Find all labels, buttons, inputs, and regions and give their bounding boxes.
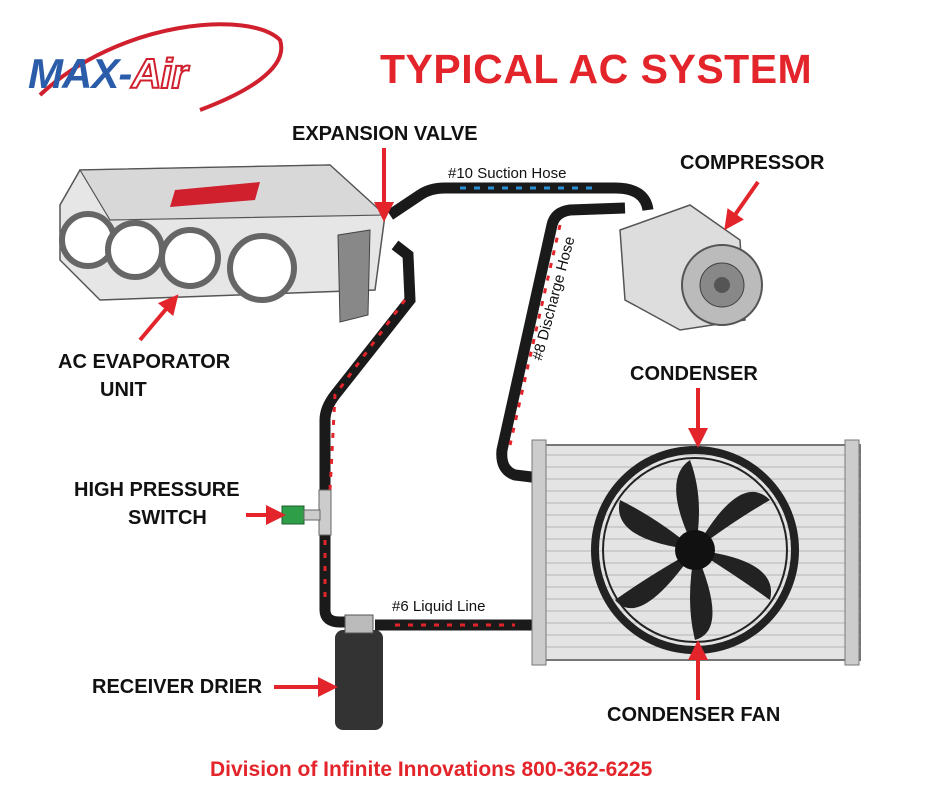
suction-hose <box>386 182 654 220</box>
label-expansion-valve: EXPANSION VALVE <box>292 123 478 145</box>
label-suction-hose: #10 Suction Hose <box>448 165 567 182</box>
label-condenser-fan: CONDENSER FAN <box>607 704 781 726</box>
logo-swoosh <box>38 22 284 112</box>
label-switch-1: HIGH PRESSURE <box>74 479 240 501</box>
logo-text-air: Air <box>130 49 188 98</box>
pressure-switch <box>281 505 305 525</box>
label-compressor: COMPRESSOR <box>680 152 825 174</box>
pointer-arrows <box>138 148 760 700</box>
evaporator-unit <box>59 164 387 323</box>
label-condenser: CONDENSER <box>630 363 758 385</box>
label-evaporator-2: UNIT <box>100 379 147 401</box>
max-air-logo: MAX-Air <box>28 49 189 98</box>
receiver-drier <box>335 614 383 730</box>
footer-contact: Division of Infinite Innovations 800-362… <box>210 758 653 781</box>
condenser-fan <box>591 446 799 654</box>
page-title: TYPICAL AC SYSTEM <box>380 46 813 92</box>
compressor <box>619 204 763 331</box>
discharge-hose <box>496 202 626 484</box>
logo-text-max: MAX- <box>28 50 132 97</box>
label-liquid-line: #6 Liquid Line <box>392 598 486 615</box>
label-switch-2: SWITCH <box>128 507 207 529</box>
label-evaporator-1: AC EVAPORATOR <box>58 351 231 373</box>
label-receiver-drier: RECEIVER DRIER <box>92 676 263 698</box>
